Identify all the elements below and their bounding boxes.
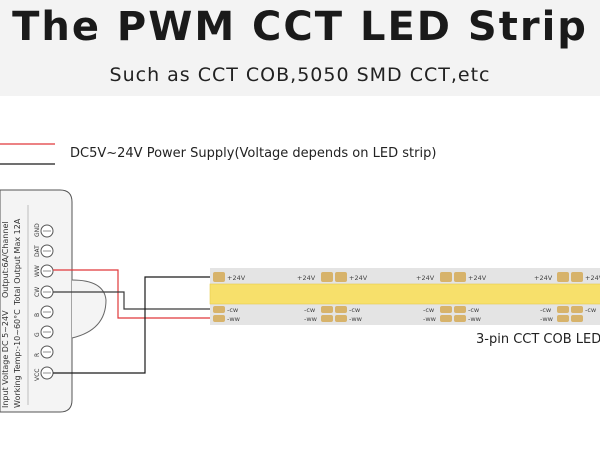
pad-label-cw: -cw: [585, 306, 597, 314]
pad-label-ww: -ww: [423, 315, 437, 323]
pad-label-24v: +24V: [534, 274, 553, 282]
controller-spec-output: Output:6A/Channel: [1, 221, 10, 298]
page-title: The PWM CCT LED Strip: [12, 4, 588, 50]
pin-label-ww: WW: [34, 265, 41, 277]
pad-label-cw: -cw: [468, 306, 480, 314]
controller: Input Voltage DC 5~24V Working Temp:-10~…: [0, 189, 107, 413]
pad-group: +24V -cw -ww: [213, 272, 246, 323]
pin-label-r: R: [34, 353, 41, 357]
pin-label-vcc: VCC: [34, 369, 41, 381]
strip-cob-light: [210, 284, 600, 304]
pad-label-cw: -cw: [423, 306, 435, 314]
pad-label-cw: -cw: [349, 306, 361, 314]
controller-notch: [71, 279, 107, 339]
header-banner: The PWM CCT LED Strip Such as CCT COB,50…: [0, 0, 600, 96]
led-strip: +24V -cw -ww +24V +24V -cw -ww -cw -ww +…: [209, 268, 600, 325]
pad-label-24v: +24V: [468, 274, 487, 282]
pin-label-b: B: [34, 313, 41, 317]
pad-label-ww: -ww: [349, 315, 363, 323]
power-supply-label: DC5V~24V Power Supply(Voltage depends on…: [70, 146, 437, 161]
pad-label-ww: -ww: [227, 315, 241, 323]
pad-group: +24V +24V -cw -ww -cw -ww: [416, 272, 487, 323]
controller-body: [0, 189, 73, 413]
pad-label-cw: -cw: [540, 306, 552, 314]
page-subtitle: Such as CCT COB,5050 SMD CCT,etc: [109, 64, 491, 86]
pad-label-cw: -cw: [304, 306, 316, 314]
pad-label-ww: -ww: [468, 315, 482, 323]
controller-spec-total: Total Output Max 12A: [13, 218, 22, 306]
wire-ww-red: [53, 269, 214, 319]
pad-label-24v: +24V: [297, 274, 316, 282]
strip-type-label: 3-pin CCT COB LED: [476, 332, 600, 347]
screw-slots: [43, 230, 51, 374]
pad-group: +24V +24V -cw -ww -cw: [534, 272, 600, 323]
pad-label-cw: -cw: [227, 306, 239, 314]
pad-label-ww: -ww: [304, 315, 318, 323]
pad-group: +24V +24V -cw -ww -cw -ww: [297, 272, 368, 323]
pad-label-24v: +24V: [585, 274, 600, 282]
pad-label-ww: -ww: [540, 315, 554, 323]
pin-label-g: G: [34, 332, 41, 337]
strip-cob-edge: [209, 283, 600, 305]
controller-spec-temp: Working Temp:-10~60°C: [13, 309, 22, 408]
pad-label-24v: +24V: [349, 274, 368, 282]
pin-label-gnd: GND: [34, 223, 41, 237]
pad-label-24v: +24V: [227, 274, 246, 282]
pin-label-dat: DAT: [34, 245, 41, 257]
pin-label-cw: CW: [34, 287, 41, 297]
controller-spec-input: Input Voltage DC 5~24V: [1, 310, 10, 408]
wire-vcc-black: [53, 276, 214, 374]
pad-label-24v: +24V: [416, 274, 435, 282]
wire-cw-dark: [53, 291, 214, 310]
